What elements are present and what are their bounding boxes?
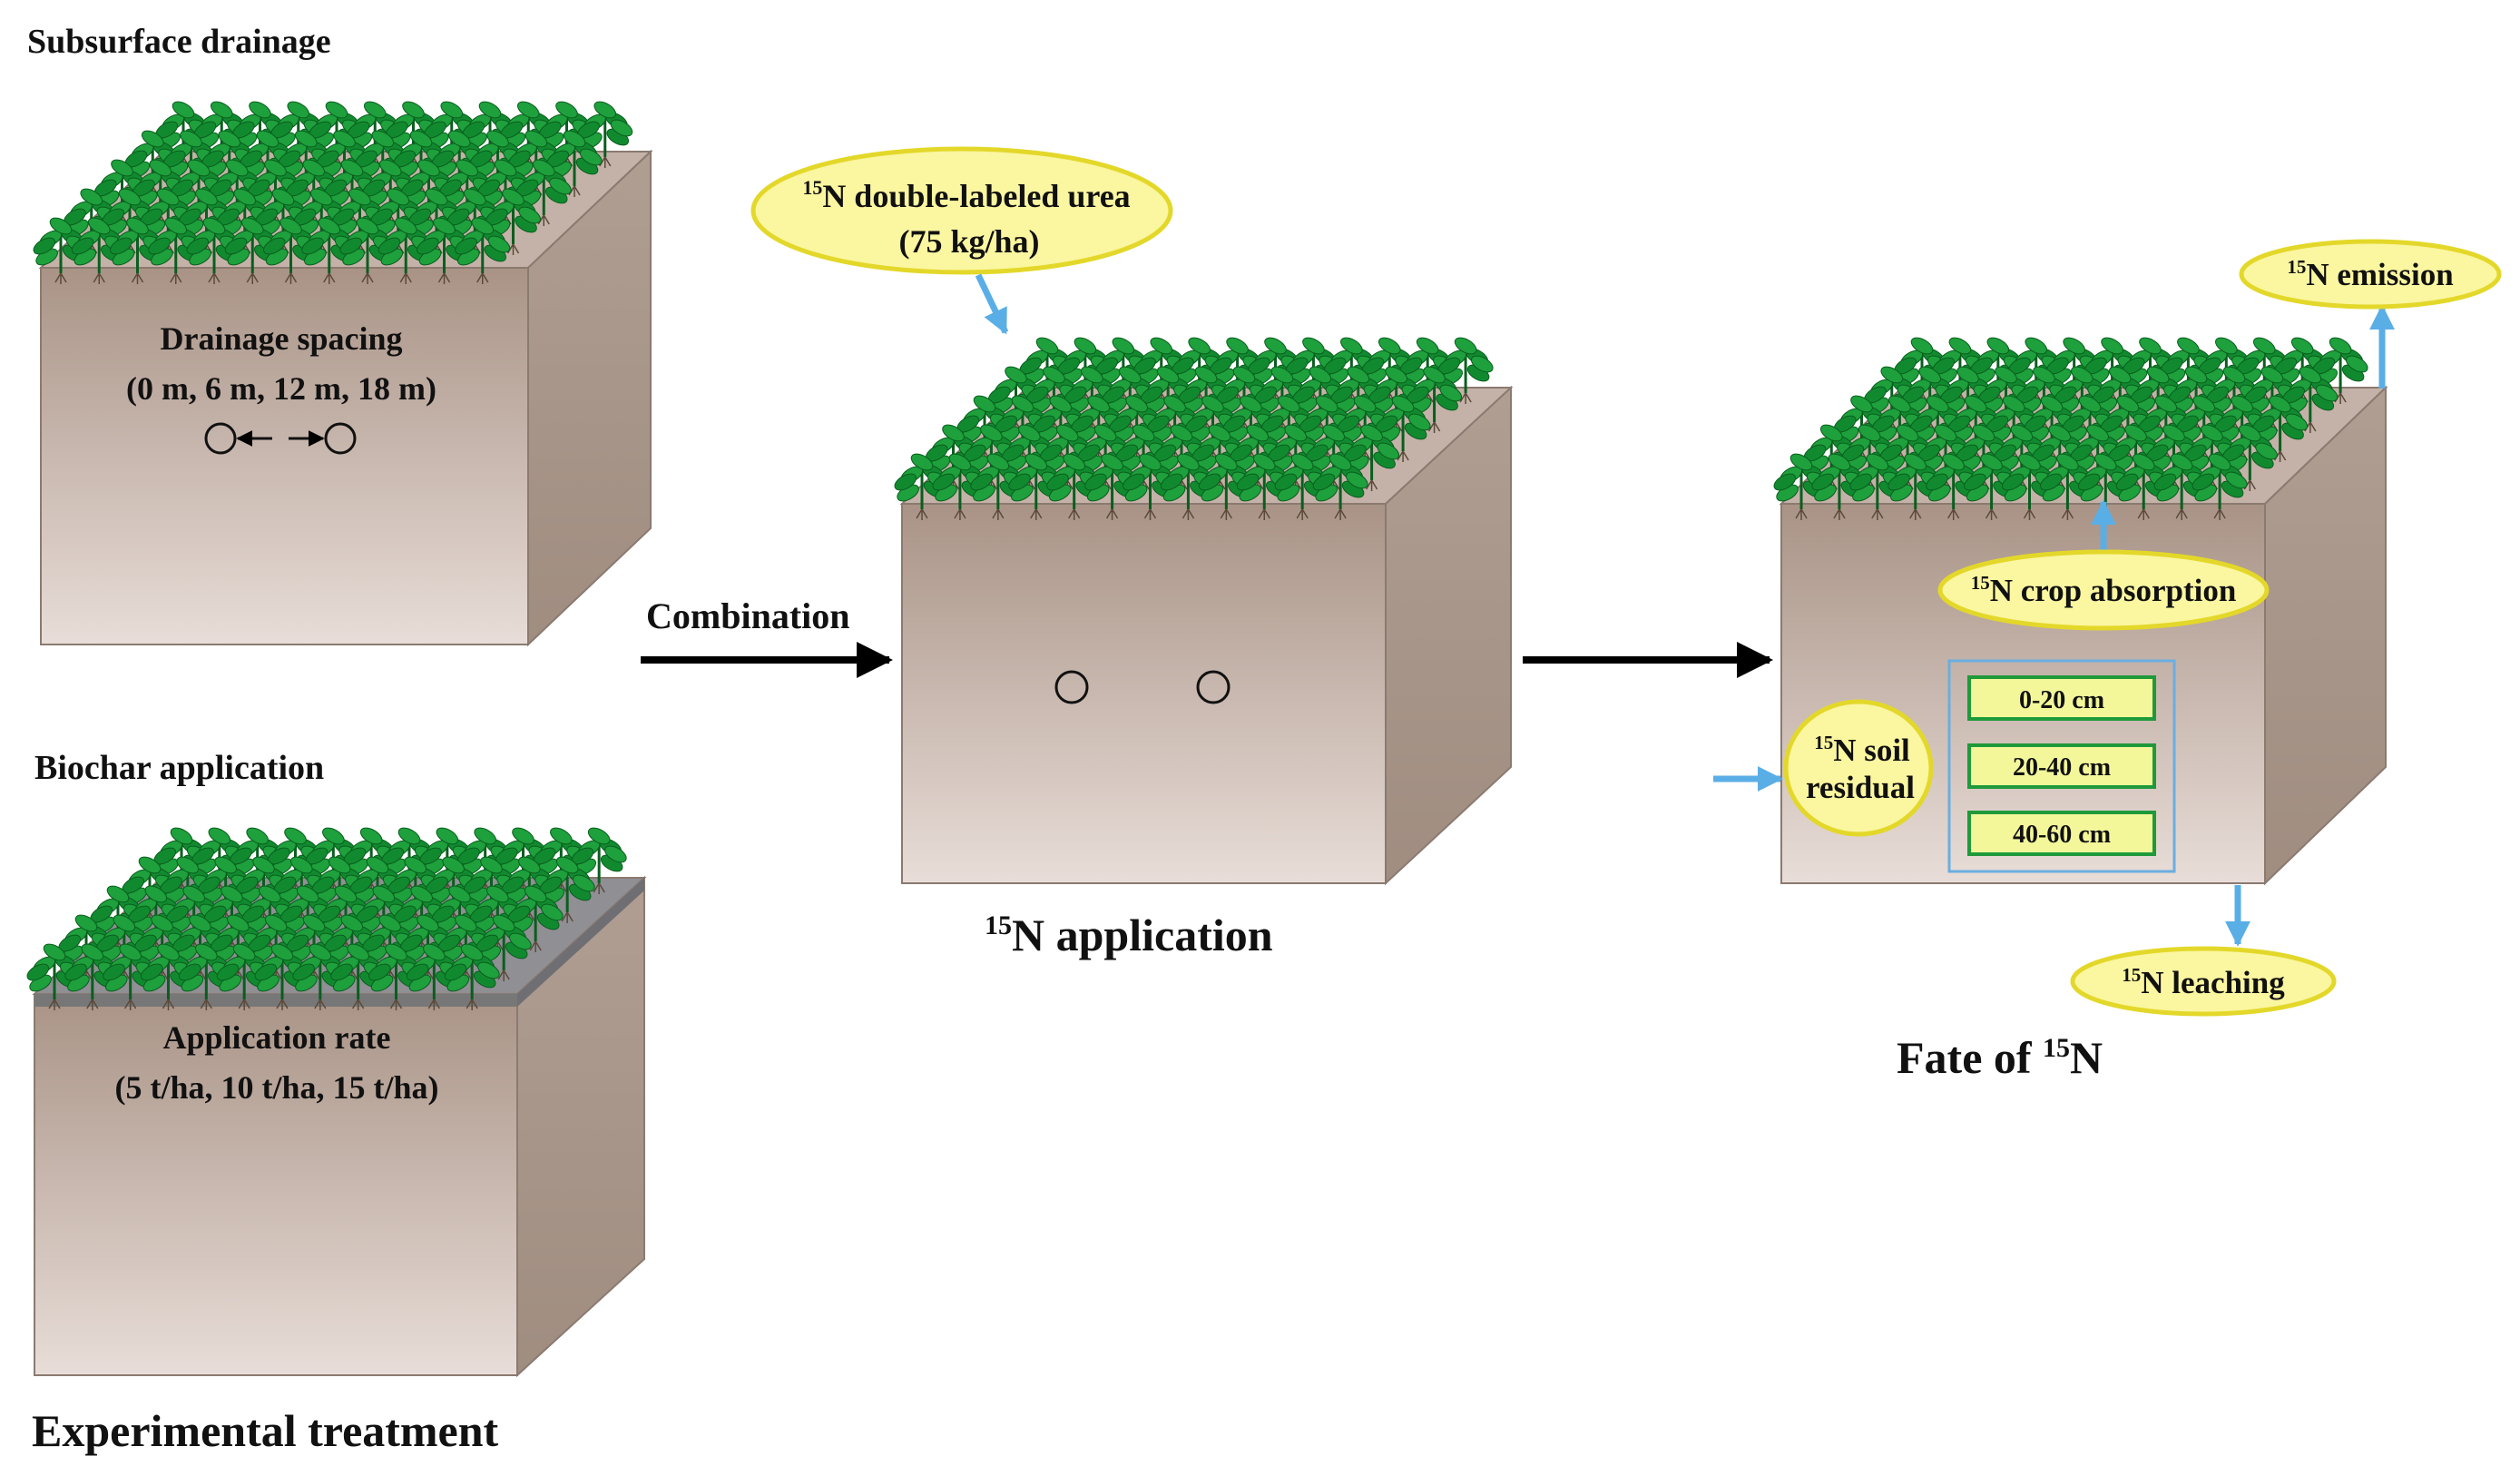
leaching-text: N leaching (2141, 965, 2285, 1000)
drain-pipe-left-icon (1054, 670, 1089, 704)
bubble-emission: 15N emission (2239, 239, 2502, 310)
soil-front-face (34, 993, 518, 1376)
svg-text:20-40 cm: 20-40 cm (2013, 753, 2111, 782)
svg-text:0-20 cm: 0-20 cm (2019, 686, 2104, 714)
panel-fate-of-15n: 15N emission 15N crop absorption 15N soi… (1713, 239, 2502, 1083)
soil-front-face (40, 267, 529, 645)
soil-layer-20-40: 20-40 cm (1967, 743, 2156, 789)
bubble-soil-residual: 15N soil residual (1783, 699, 1934, 837)
bubble-leaching: 15N leaching (2070, 946, 2337, 1017)
emission-text: N emission (2306, 257, 2453, 292)
crop-absorption-superscript: 15 (1971, 572, 1990, 594)
biochar-title: Biochar application (34, 749, 324, 787)
caption-fate-of-15n: Fate of 15N (1897, 1032, 2103, 1083)
svg-text:15N soil: 15N soil (1814, 732, 1910, 768)
leaching-superscript: 15 (2122, 964, 2141, 986)
soil-residual-line2: residual (1806, 770, 1915, 805)
panel-biochar-application: Biochar application Application rate (5 … (26, 749, 647, 1378)
biochar-layer-side (517, 878, 644, 1007)
crop-absorption-text: N crop absorption (1990, 573, 2237, 608)
soil-layers-frame (1947, 659, 2176, 873)
drainage-title: Subsurface drainage (27, 23, 331, 61)
panel-15n-application: 15N double-labeled urea (75 kg/ha) 15N a… (750, 146, 1514, 960)
caption-application-text: N application (1012, 910, 1273, 960)
drainage-spacing-values: (0 m, 6 m, 12 m, 18 m) (126, 370, 436, 407)
svg-text:40-60 cm: 40-60 cm (2013, 821, 2111, 849)
drain-pipe-right-icon (1196, 670, 1231, 704)
svg-text:15N emission: 15N emission (2287, 256, 2453, 292)
urea-line1: N double-labeled urea (822, 178, 1130, 214)
caption-experimental-treatment: Experimental treatment (32, 1405, 499, 1456)
soil-residual-superscript: 15 (1814, 732, 1833, 753)
biochar-rate-label: Application rate (163, 1019, 391, 1056)
caption-fate-prefix: Fate of (1897, 1032, 2043, 1083)
svg-text:15N crop absorption: 15N crop absorption (1971, 572, 2237, 608)
caption-fate-suffix: N (2070, 1032, 2103, 1083)
soil-front-face (901, 503, 1387, 884)
crop-plants-icon (894, 337, 1494, 520)
soil-layer-0-20: 0-20 cm (1967, 675, 2156, 721)
urea-line2: (75 kg/ha) (898, 223, 1039, 260)
biochar-layer (34, 994, 517, 1007)
emission-superscript: 15 (2287, 256, 2306, 278)
soil-residual-line1: N soil (1833, 733, 1910, 768)
arrow-combination: Combination (641, 595, 893, 678)
svg-text:15N double-labeled urea: 15N double-labeled urea (802, 176, 1130, 214)
crop-plants-icon (26, 827, 627, 1010)
soil-layer-40-60: 40-60 cm (1967, 811, 2156, 856)
caption-15n-application: 15N application (985, 910, 1273, 960)
crop-plants-icon (1773, 337, 2368, 520)
crop-plants-icon (33, 101, 633, 284)
drainage-spacing-label: Drainage spacing (160, 320, 402, 357)
caption-fate-superscript: 15 (2043, 1033, 2070, 1063)
bubble-urea: 15N double-labeled urea (75 kg/ha) (750, 146, 1173, 275)
combination-label: Combination (646, 595, 850, 636)
bubble-crop-absorption: 15N crop absorption (1937, 549, 2270, 631)
svg-text:15N leaching: 15N leaching (2122, 964, 2285, 1000)
spacing-circles-double-arrow-icon (204, 422, 357, 455)
caption-application-superscript: 15 (985, 910, 1012, 940)
urea-superscript: 15 (802, 176, 822, 199)
drainage-soil-block (33, 101, 653, 647)
panel-subsurface-drainage: Subsurface drainage Drainage spacing (0 … (27, 23, 653, 647)
biochar-rate-values: (5 t/ha, 10 t/ha, 15 t/ha) (114, 1069, 438, 1106)
application-soil-block (894, 337, 1514, 886)
biochar-soil-block (26, 827, 647, 1378)
urea-arrow (975, 273, 1009, 335)
